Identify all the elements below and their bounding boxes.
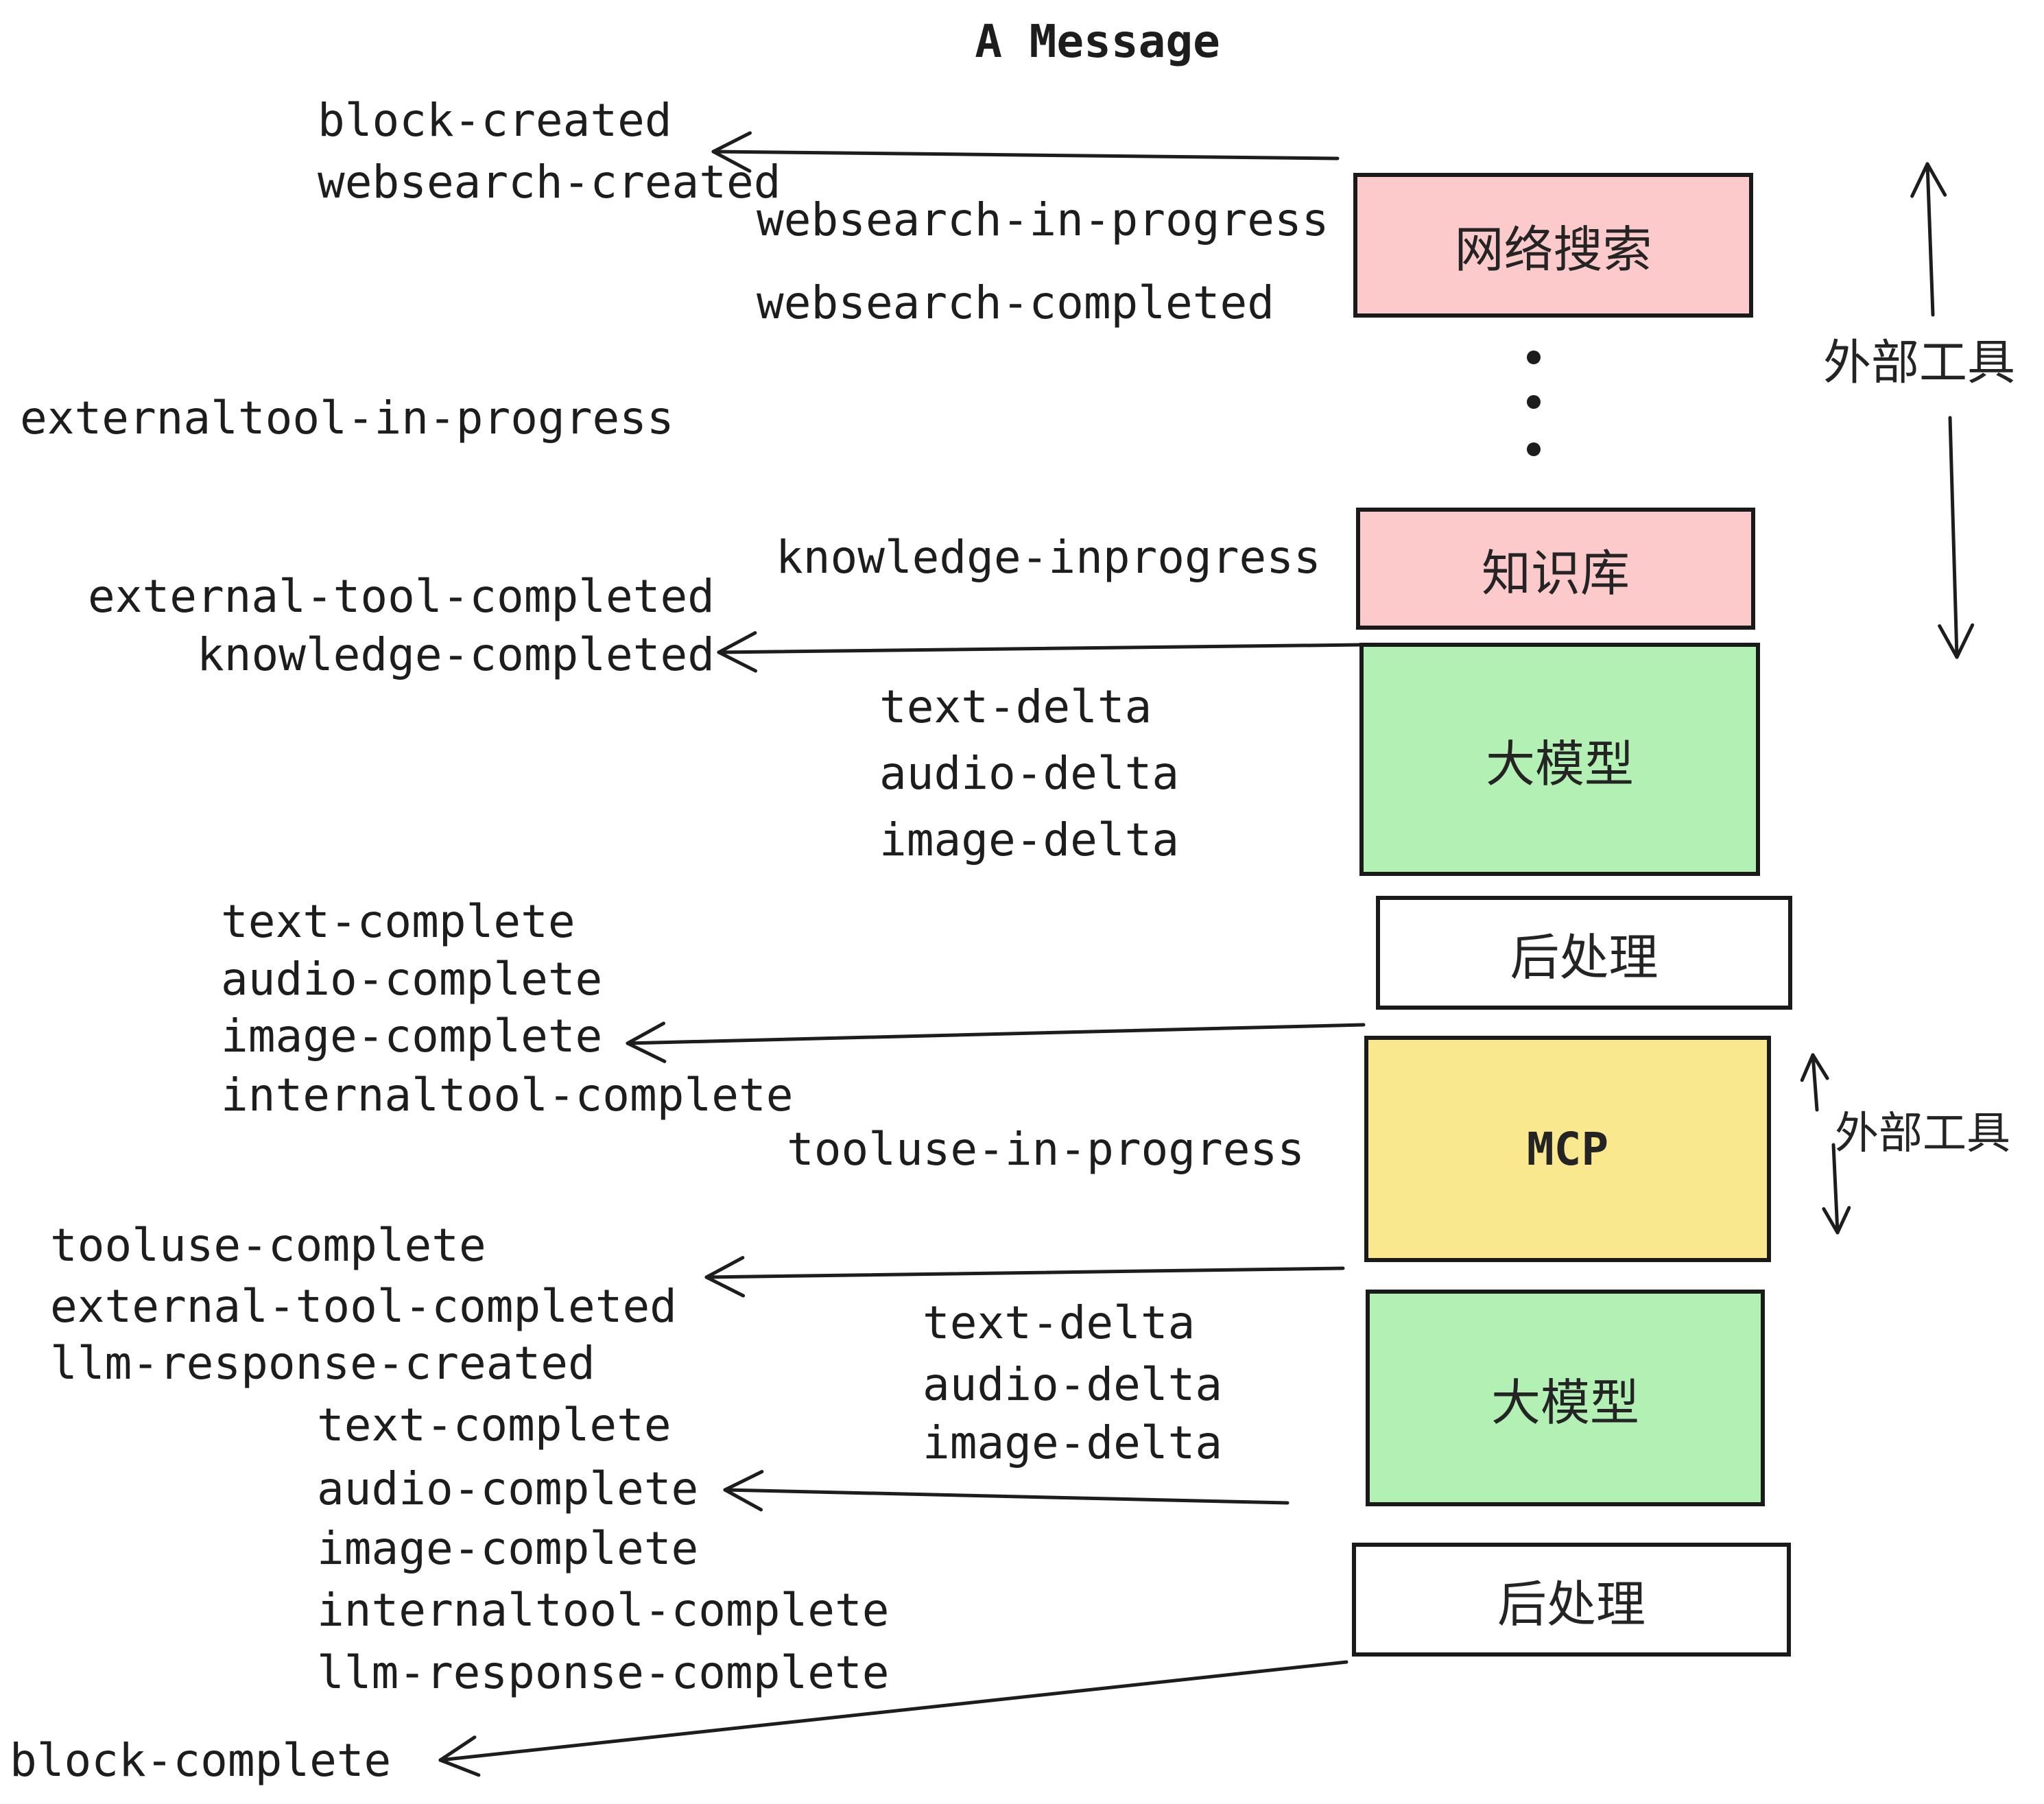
event-label-llm-response-complete: llm-response-complete [317, 1646, 890, 1699]
event-label-external-tool-completed: external-tool-completed [88, 569, 715, 623]
arrow-to-tooluse-complete [704, 1256, 1345, 1298]
box-label-websearch: 网络搜索 [1454, 221, 1652, 278]
external-tools-label-2: 外部工具 [1835, 1108, 2010, 1159]
event-label-websearch-created: websearch-created [318, 155, 781, 209]
ellipsis-dots [1527, 351, 1541, 456]
event-label-image-complete: image-complete [221, 1009, 603, 1063]
event-label-tooluse-in-progress: tooluse-in-progress [787, 1122, 1305, 1176]
box-label-knowledge: 知识库 [1481, 544, 1630, 602]
box-knowledge: 知识库 [1356, 508, 1755, 630]
diagram-title: A Message [975, 15, 1220, 68]
event-label-knowledge-inprogress: knowledge-inprogress [776, 530, 1321, 584]
arrow-mcp-up [1800, 1053, 1829, 1112]
box-label-postprocess-1: 后处理 [1510, 928, 1659, 986]
box-llm-2: 大模型 [1366, 1290, 1765, 1506]
event-label-text-complete: text-complete [221, 894, 575, 948]
box-websearch: 网络搜索 [1353, 173, 1753, 318]
event-label-text-delta: text-delta [879, 680, 1152, 733]
event-label-image-delta: image-delta [879, 813, 1180, 866]
box-label-mcp: MCP [1526, 1122, 1609, 1176]
arrow-external-tools-up-1 [1910, 162, 1947, 317]
event-label-text-delta: text-delta [923, 1296, 1196, 1349]
event-label-text-complete: text-complete [317, 1398, 672, 1451]
external-tools-label-1: 外部工具 [1823, 334, 2015, 391]
box-mcp: MCP [1364, 1036, 1771, 1262]
box-label-llm-2: 大模型 [1490, 1373, 1639, 1432]
event-label-externaltool-in-progress: externaltool-in-progress [20, 391, 674, 444]
event-label-image-complete: image-complete [317, 1521, 699, 1575]
event-label-audio-complete: audio-complete [317, 1462, 699, 1515]
event-label-block-complete: block-complete [10, 1733, 392, 1787]
event-label-internaltool-complete: internaltool-complete [317, 1583, 890, 1637]
event-label-external-tool-completed: external-tool-completed [50, 1279, 677, 1333]
box-llm-1: 大模型 [1359, 643, 1760, 876]
event-label-websearch-in-progress: websearch-in-progress [757, 193, 1329, 246]
arrow-to-knowledge-completed [717, 631, 1364, 673]
event-label-websearch-completed: websearch-completed [757, 276, 1274, 329]
event-label-block-created: block-created [318, 93, 672, 147]
event-label-audio-delta: audio-delta [923, 1357, 1223, 1411]
arrow-to-block-created [711, 131, 1340, 173]
event-label-image-delta: image-delta [923, 1416, 1223, 1469]
event-label-llm-response-created: llm-response-created [50, 1336, 595, 1390]
event-label-knowledge-completed: knowledge-completed [197, 628, 715, 681]
event-label-tooluse-complete: tooluse-complete [50, 1218, 486, 1272]
box-label-postprocess-2: 后处理 [1497, 1575, 1645, 1633]
box-postprocess-1: 后处理 [1376, 896, 1792, 1010]
arrow-to-image-complete [626, 1021, 1366, 1063]
event-label-audio-complete: audio-complete [221, 952, 603, 1006]
arrow-external-tools-down-1 [1938, 416, 1975, 659]
box-label-llm-1: 大模型 [1485, 735, 1634, 793]
event-label-audio-delta: audio-delta [879, 746, 1180, 800]
event-label-internaltool-complete: internaltool-complete [221, 1068, 794, 1121]
box-postprocess-2: 后处理 [1352, 1543, 1791, 1657]
arrow-to-audio-complete [723, 1470, 1290, 1512]
